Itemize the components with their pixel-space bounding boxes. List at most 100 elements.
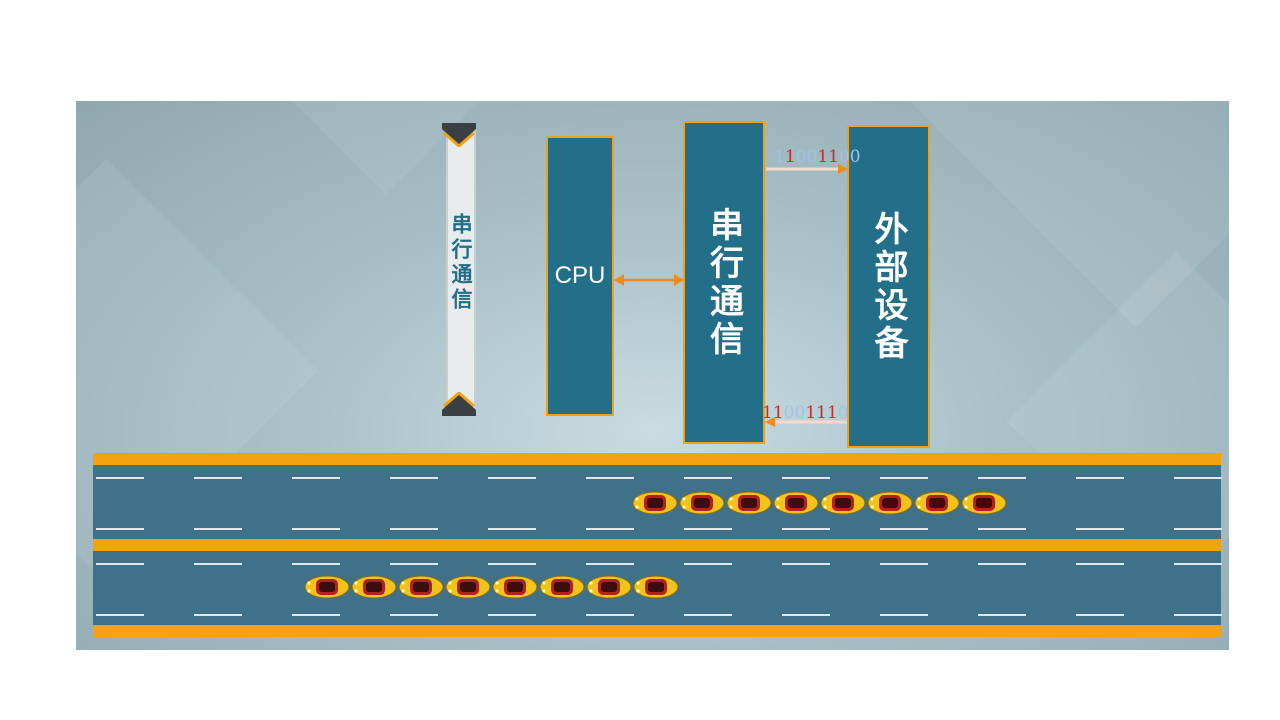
lane-dash <box>292 528 340 530</box>
lane-dash <box>194 614 242 616</box>
lane-dash <box>880 477 928 479</box>
lane-dash <box>978 528 1026 530</box>
lane-dash <box>1076 614 1124 616</box>
lane-dash <box>978 563 1026 565</box>
bit-digit: 0 <box>806 147 818 167</box>
receive-arrow <box>765 417 847 427</box>
lane-dash <box>194 477 242 479</box>
lane-dash <box>1174 563 1222 565</box>
lane-dash <box>684 477 732 479</box>
car <box>398 574 444 600</box>
lane-dash <box>880 528 928 530</box>
car <box>914 490 960 516</box>
lane-dash <box>96 528 144 530</box>
bit-digit: 1 <box>826 403 838 423</box>
bit-digit: 1 <box>816 403 827 423</box>
car <box>445 574 491 600</box>
lane-dash <box>978 614 1026 616</box>
car <box>539 574 585 600</box>
lane-dash <box>390 528 438 530</box>
scroll-bar-top-cap <box>442 123 476 147</box>
lane-dash <box>488 477 536 479</box>
car <box>304 574 350 600</box>
bit-digit: 1 <box>762 403 773 423</box>
lane-dash <box>684 563 732 565</box>
lane-dash <box>488 614 536 616</box>
background-facet <box>202 101 570 195</box>
lane-dash <box>96 477 144 479</box>
transmit-bits: 11001100 <box>774 147 861 167</box>
car <box>492 574 538 600</box>
lane-dash <box>782 563 830 565</box>
lane-dash <box>586 477 634 479</box>
lane-dash <box>488 528 536 530</box>
bit-digit: 1 <box>784 147 796 167</box>
bit-digit: 1 <box>828 147 839 167</box>
bit-digit: 0 <box>795 147 807 167</box>
scroll-bar-bottom-cap <box>442 392 476 416</box>
lane-dash <box>1076 477 1124 479</box>
car <box>961 490 1007 516</box>
external-device-box: 外部设备 <box>847 125 930 448</box>
serial-scroll-bar <box>446 129 476 411</box>
lane-dash <box>1174 528 1222 530</box>
car <box>351 574 397 600</box>
cpu-box: CPU <box>546 136 614 416</box>
bit-digit: 1 <box>805 403 817 423</box>
lane-dash <box>390 563 438 565</box>
lane-dash <box>292 477 340 479</box>
lane-dash <box>292 614 340 616</box>
slide-canvas: 串行通信 CPU 串行通信 外部设备 11001100 11001110 <box>76 101 1229 650</box>
bit-digit: 0 <box>849 147 861 167</box>
car <box>820 490 866 516</box>
lane-dash <box>586 614 634 616</box>
lane-dash <box>390 614 438 616</box>
lane-dash <box>684 528 732 530</box>
lane-dash <box>684 614 732 616</box>
lane-dash <box>880 563 928 565</box>
lane-dash <box>96 614 144 616</box>
lane-dash <box>194 528 242 530</box>
bit-digit: 0 <box>794 403 806 423</box>
bit-digit: 1 <box>772 403 784 423</box>
cpu-label: CPU <box>554 262 606 289</box>
cpu-serial-double-arrow <box>614 274 684 286</box>
lane-dash <box>782 477 830 479</box>
bit-digit: 1 <box>817 147 829 167</box>
serial-communication-label: 串行通信 <box>703 206 744 359</box>
road-stripe-bottom <box>93 625 1221 637</box>
lane-dash <box>194 563 242 565</box>
lane-dash <box>586 563 634 565</box>
bit-digit: 0 <box>838 147 850 167</box>
lane-dash <box>292 563 340 565</box>
road-stripe-top <box>93 453 1221 465</box>
bit-digit: 0 <box>837 403 849 423</box>
lane-dash <box>978 477 1026 479</box>
lane-dash <box>880 614 928 616</box>
car <box>632 490 678 516</box>
car <box>586 574 632 600</box>
lane-dash <box>782 614 830 616</box>
car <box>679 490 725 516</box>
lane-dash <box>586 528 634 530</box>
car <box>633 574 679 600</box>
lane-dash <box>390 477 438 479</box>
scroll-bar-label: 串行通信 <box>449 213 473 313</box>
car <box>867 490 913 516</box>
lane-dash <box>1076 563 1124 565</box>
car <box>773 490 819 516</box>
lane-dash <box>782 528 830 530</box>
lane-dash <box>1174 477 1222 479</box>
external-device-label: 外部设备 <box>868 210 908 363</box>
lane-dash <box>1174 614 1222 616</box>
receive-bits: 11001110 <box>762 403 849 423</box>
bit-digit: 1 <box>774 147 785 167</box>
transmit-arrow <box>766 164 848 174</box>
lane-dash <box>96 563 144 565</box>
serial-communication-box: 串行通信 <box>683 121 765 444</box>
lane-dash <box>488 563 536 565</box>
car <box>726 490 772 516</box>
bit-digit: 0 <box>783 403 795 423</box>
road-stripe-middle <box>93 539 1221 551</box>
lane-dash <box>1076 528 1124 530</box>
